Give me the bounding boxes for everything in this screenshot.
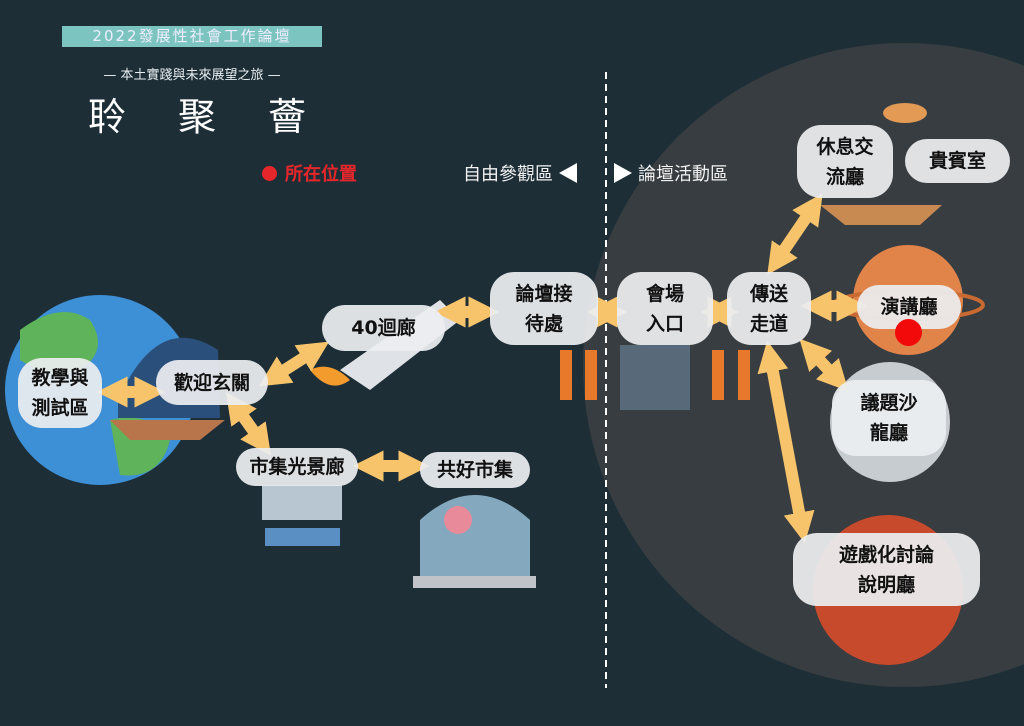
lounge-island-icon bbox=[820, 103, 942, 225]
node-gamification[interactable]: 遊戲化討論 說明廳 bbox=[793, 533, 980, 606]
event-title: 聆聚薈 bbox=[88, 95, 359, 139]
node-corridor-40[interactable]: 40迴廊 bbox=[322, 305, 445, 351]
node-salon[interactable]: 議題沙 龍廳 bbox=[832, 380, 946, 456]
event-banner: 2022發展性社會工作論壇 bbox=[62, 26, 322, 47]
node-lounge[interactable]: 休息交 流廳 bbox=[797, 125, 893, 198]
node-welcome[interactable]: 歡迎玄關 bbox=[156, 360, 268, 405]
free-zone-label: 自由參觀區 bbox=[463, 160, 577, 186]
forum-zone-label: 論壇活動區 bbox=[614, 160, 728, 186]
location-legend: 所在位置 bbox=[262, 160, 357, 186]
market-dome-icon bbox=[413, 495, 536, 588]
node-teaching[interactable]: 教學與 測試區 bbox=[18, 358, 102, 428]
free-zone-text: 自由參觀區 bbox=[463, 164, 553, 185]
node-entrance[interactable]: 會場 入口 bbox=[617, 272, 713, 345]
node-vip[interactable]: 貴賓室 bbox=[905, 139, 1010, 183]
satellite-icon bbox=[262, 485, 342, 546]
forum-zone-text: 論壇活動區 bbox=[638, 164, 728, 185]
current-location-marker bbox=[895, 319, 922, 346]
node-teleport[interactable]: 傳送 走道 bbox=[727, 272, 811, 345]
legend-label: 所在位置 bbox=[285, 164, 357, 185]
path-arrows bbox=[96, 193, 868, 544]
node-reception[interactable]: 論壇接 待處 bbox=[490, 272, 598, 345]
space-station-icon bbox=[560, 345, 750, 410]
node-market-gallery[interactable]: 市集光景廊 bbox=[236, 448, 358, 486]
event-subtitle: — 本土實踐與未來展望之旅 — bbox=[103, 68, 281, 83]
arrow-left-icon bbox=[559, 163, 577, 183]
node-market[interactable]: 共好市集 bbox=[420, 452, 530, 488]
arrow-right-icon bbox=[614, 163, 632, 183]
location-dot-icon bbox=[262, 165, 277, 181]
